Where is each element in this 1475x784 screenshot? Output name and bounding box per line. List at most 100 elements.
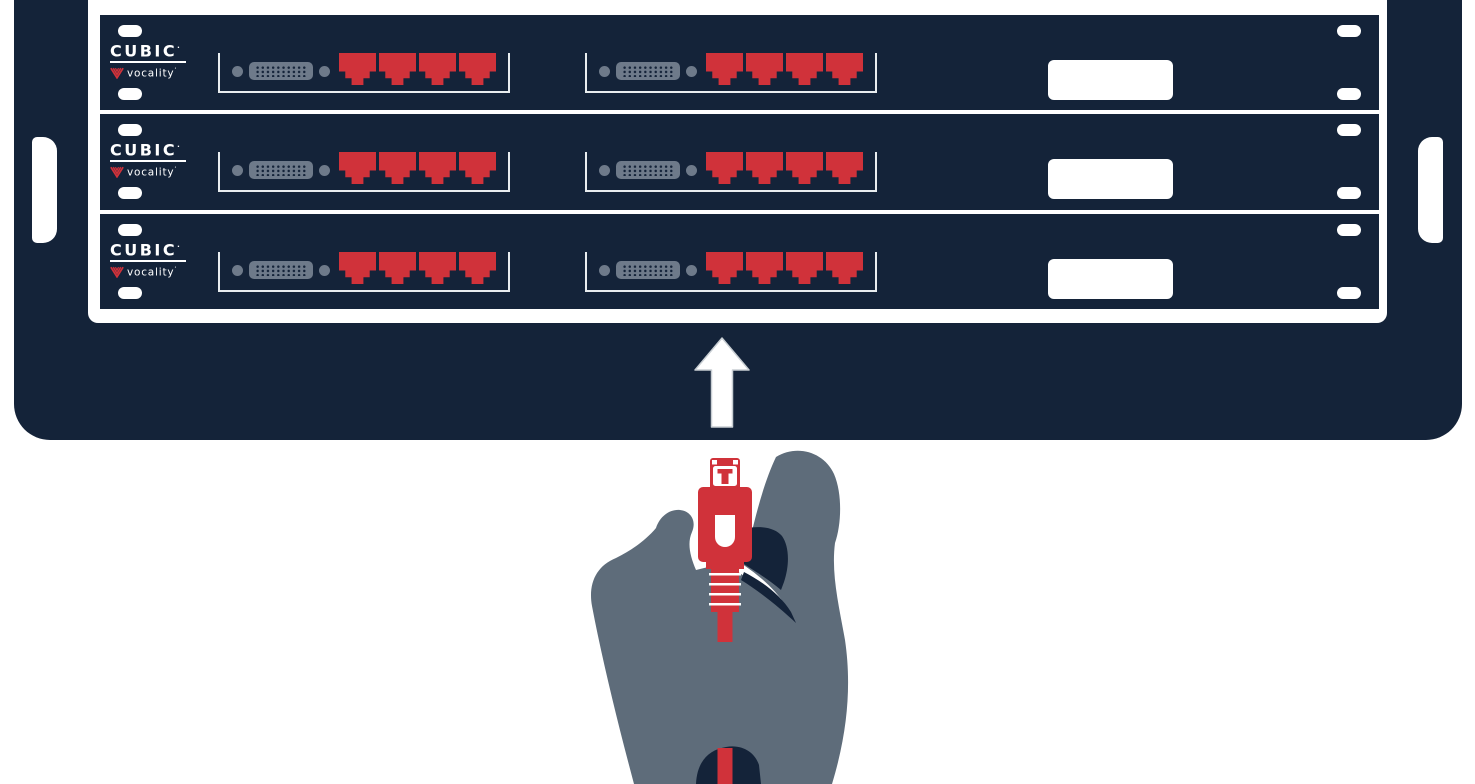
port-panel <box>218 53 510 93</box>
ethernet-port <box>826 252 863 284</box>
ethernet-cable-upper <box>717 610 733 642</box>
screw-hole <box>118 25 142 37</box>
serial-db25-connector <box>249 62 313 80</box>
device-label <box>1048 60 1173 100</box>
thumbscrew <box>599 66 610 77</box>
port-panel <box>585 53 877 93</box>
db25-pins <box>621 65 675 77</box>
ethernet-port <box>459 152 496 184</box>
thumbscrew <box>686 165 697 176</box>
plug-tip-mark-right <box>733 460 738 465</box>
brand-product: vocality’ <box>110 164 196 179</box>
screw-hole <box>118 287 142 299</box>
screw-hole <box>1337 88 1361 100</box>
screw-hole <box>1337 287 1361 299</box>
ethernet-port <box>706 53 743 85</box>
ethernet-port <box>459 53 496 85</box>
db25-pins <box>621 264 675 276</box>
device-label <box>1048 159 1173 199</box>
port-panel <box>585 152 877 192</box>
thumbscrew <box>599 165 610 176</box>
port-panel <box>585 252 877 292</box>
thumbscrew <box>232 165 243 176</box>
brand-name: CUBIC· <box>110 240 180 260</box>
brand-product: vocality’ <box>110 264 196 279</box>
rack-unit: CUBIC· vocality’ <box>100 15 1379 110</box>
serial-db25-connector <box>616 161 680 179</box>
brand-name: CUBIC· <box>110 140 180 160</box>
thumbscrew <box>319 66 330 77</box>
ethernet-port <box>826 152 863 184</box>
rack-unit: CUBIC· vocality’ <box>100 114 1379 210</box>
serial-db25-connector <box>249 161 313 179</box>
ethernet-port-group <box>706 252 863 284</box>
ethernet-port <box>746 53 783 85</box>
thumbscrew <box>319 265 330 276</box>
ethernet-port <box>339 152 376 184</box>
screw-hole <box>118 224 142 236</box>
ethernet-port <box>339 252 376 284</box>
vocality-mark-icon <box>110 266 124 278</box>
ethernet-port <box>826 53 863 85</box>
ethernet-port <box>419 252 456 284</box>
ethernet-port <box>419 152 456 184</box>
port-panel <box>218 152 510 192</box>
thumbscrew <box>686 66 697 77</box>
vocality-mark-icon <box>110 166 124 178</box>
ethernet-cable <box>717 748 733 784</box>
up-arrow-icon <box>694 337 750 428</box>
serial-db25-connector <box>249 261 313 279</box>
thumbscrew <box>232 66 243 77</box>
brand-underline <box>110 260 186 263</box>
serial-db25-connector <box>616 261 680 279</box>
rack-handle-notch-left <box>32 137 57 243</box>
thumbscrew <box>686 265 697 276</box>
brand-underline <box>110 61 186 64</box>
plug-boot-ribs <box>709 573 741 606</box>
screw-hole <box>1337 187 1361 199</box>
ethernet-port <box>339 53 376 85</box>
ethernet-port <box>706 152 743 184</box>
db25-pins <box>254 264 308 276</box>
ethernet-port <box>379 152 416 184</box>
screw-hole <box>1337 224 1361 236</box>
hand-illustration <box>591 450 849 784</box>
ethernet-port <box>786 53 823 85</box>
thumbscrew <box>319 165 330 176</box>
ethernet-port <box>746 152 783 184</box>
rack-unit: CUBIC· vocality’ <box>100 214 1379 309</box>
ethernet-port <box>746 252 783 284</box>
serial-db25-connector <box>616 62 680 80</box>
ethernet-port-group <box>339 53 496 85</box>
ethernet-port <box>419 53 456 85</box>
brand-underline <box>110 160 186 163</box>
rack-handle-notch-right <box>1418 137 1443 243</box>
ethernet-port <box>786 252 823 284</box>
brand-logo: CUBIC· vocality’ <box>110 138 196 179</box>
brand-name: CUBIC· <box>110 41 180 61</box>
db25-pins <box>254 65 308 77</box>
ethernet-port-group <box>706 53 863 85</box>
ethernet-port <box>706 252 743 284</box>
db25-pins <box>254 164 308 176</box>
plug-latch-tab <box>717 469 733 484</box>
vocality-mark-icon <box>110 67 124 79</box>
brand-product: vocality’ <box>110 65 196 80</box>
plug-tip-mark-left <box>712 460 717 465</box>
ethernet-port <box>379 53 416 85</box>
screw-hole <box>118 124 142 136</box>
screw-hole <box>118 187 142 199</box>
ethernet-port <box>786 152 823 184</box>
thumbscrew <box>599 265 610 276</box>
brand-logo: CUBIC· vocality’ <box>110 238 196 279</box>
screw-hole <box>118 88 142 100</box>
db25-pins <box>621 164 675 176</box>
ethernet-port <box>379 252 416 284</box>
ethernet-port-group <box>706 152 863 184</box>
ethernet-port-group <box>339 152 496 184</box>
plug-thumb-notch <box>715 515 735 547</box>
port-panel <box>218 252 510 292</box>
ethernet-port <box>459 252 496 284</box>
thumbscrew <box>232 265 243 276</box>
